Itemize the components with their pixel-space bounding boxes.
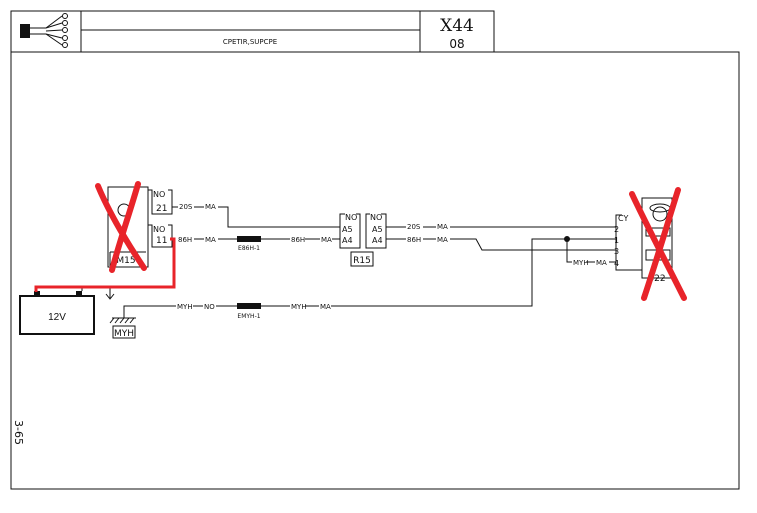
right-pin-4: 4 [614,259,619,268]
wire-myh-label-a: MYH [177,303,193,311]
right-cross-mark [629,187,687,301]
wire-myh-color-c: MA [596,259,607,267]
left-module-label: M15 [116,256,135,266]
wire-86h-color-a: MA [205,236,216,244]
right-pin-3: 3 [614,247,619,256]
splice-emyh-1-label: EMYH-1 [237,313,260,320]
right-connector-color: CY [618,214,628,223]
page-reference: 3-65 [12,420,25,445]
ground-symbol: MYH [109,317,136,339]
left-pin-top-color: NO [153,190,165,199]
battery-12v: 12V [19,287,115,335]
mid-connector-label: R15 [353,256,371,266]
right-module-label: 622 [648,274,665,284]
red-jumper-wire [34,237,176,292]
wire-86h-label-b: 86H [291,236,305,244]
splice-e86h-1 [237,236,261,242]
left-pin-bottom-num: 11 [156,236,167,246]
battery-label: 12V [48,312,66,323]
left-cross-mark [95,181,147,273]
mid-left-pin-b: A4 [342,236,353,245]
wire-86h-color-c: MA [437,236,448,244]
ground-label: MYH [114,329,134,339]
wire-myh: EMYH-1 MYH NO MYH MA MYH MA [123,236,616,320]
mid-left-color: NO [345,213,357,222]
harness-connector-icon [20,13,68,48]
wire-20s: 20S MA 20S MA [172,203,616,231]
wire-myh-color-b: MA [320,303,331,311]
splice-emyh-1 [237,303,261,309]
wire-myh-label-c: MYH [573,259,589,267]
wire-86h-color-b: MA [321,236,332,244]
mid-connector-r15: NO NO A5 A4 A5 A4 R15 [339,213,387,267]
left-pin-bottom-color: NO [153,225,165,234]
wire-20s-label-left: 20S [179,203,193,211]
wire-86h-label-a: 86H [178,236,192,244]
splice-e86h-1-label: E86H-1 [238,245,260,252]
title-block: CPETIR,SUPCPE X44 08 [10,10,495,53]
wire-myh-label-b: MYH [291,303,307,311]
right-pin-1: 1 [614,236,619,245]
left-pin-top-num: 21 [156,204,167,214]
right-pin-2: 2 [614,225,619,234]
diagram-code: X44 [440,16,474,36]
wire-86h: E86H-1 86H MA 86H MA 86H MA [178,236,616,252]
wire-myh-color-a: NO [204,303,215,311]
wire-86h-label-c: 86H [407,236,421,244]
diagram-code-sub: 08 [449,37,464,51]
system-description: CPETIR,SUPCPE [223,38,277,46]
mid-right-color: NO [370,213,382,222]
wire-20s-color-left: MA [205,203,216,211]
mid-left-pin-a: A5 [342,225,353,234]
right-module: CY 2 1 3 4 622 [614,197,673,284]
red-annotations [34,181,687,301]
wire-20s-color-right: MA [437,223,448,231]
mid-right-pin-b: A4 [372,236,383,245]
wire-20s-label-right: 20S [407,223,421,231]
mid-right-pin-a: A5 [372,225,383,234]
